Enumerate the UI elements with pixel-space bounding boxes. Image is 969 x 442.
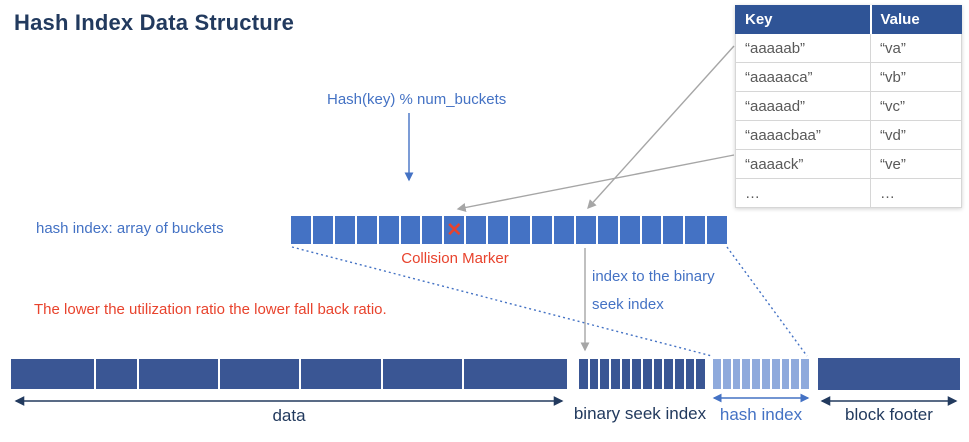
data-segment — [10, 358, 95, 390]
table-to-collision-arrow — [456, 154, 735, 212]
bucket-cell — [618, 215, 641, 245]
table-header-row: Key Value — [735, 5, 962, 34]
key-value-table: Key Value “aaaaab” “va” “aaaaaca” “vb” “… — [735, 5, 962, 208]
block-footer-label: block footer — [845, 405, 933, 424]
table-to-bucket-arrow — [587, 45, 735, 210]
index-to-binary-line1: index to the binary — [592, 268, 715, 285]
table-cell-key: “aaaaaca” — [735, 62, 871, 92]
binary-seek-segment — [684, 358, 696, 390]
table-cell-value: … — [870, 178, 962, 208]
bucket-array: ✕ — [290, 215, 729, 245]
bucket-cell — [662, 215, 685, 245]
hash-index-segment — [751, 358, 761, 390]
binary-seek-segment — [652, 358, 664, 390]
hash-index-label: hash index — [719, 405, 803, 424]
data-segment — [218, 358, 300, 390]
hash-index-array-label: hash index: array of buckets — [36, 220, 224, 237]
hash-index-segment — [800, 358, 810, 390]
data-segment — [137, 358, 219, 390]
block-footer-bar — [818, 358, 960, 390]
bucket-cell — [311, 215, 334, 245]
hash-index-segment — [712, 358, 722, 390]
table-cell-value: “vc” — [870, 91, 962, 121]
table-row: “aaaaad” “vc” — [735, 91, 962, 121]
data-segment — [94, 358, 138, 390]
binary-seek-segment — [663, 358, 675, 390]
table-row: “aaaack” “ve” — [735, 149, 962, 179]
binary-seek-segment — [642, 358, 653, 390]
hash-index-projection-line-right — [726, 246, 808, 357]
table-cell-value: “vb” — [870, 62, 962, 92]
bucket-cell — [706, 215, 729, 245]
data-segment — [381, 358, 463, 390]
binary-seek-index-bar — [578, 358, 707, 390]
bucket-cell — [574, 215, 597, 245]
table-row: … … — [735, 178, 962, 208]
bucket-cell — [333, 215, 356, 245]
bucket-cell — [640, 215, 663, 245]
data-bar — [10, 358, 569, 390]
bucket-cell — [421, 215, 444, 245]
table-cell-key: “aaaaad” — [735, 91, 871, 121]
bucket-cell — [684, 215, 707, 245]
binary-seek-segment — [588, 358, 600, 390]
bucket-cell — [487, 215, 510, 245]
table-header-value: Value — [870, 5, 962, 34]
bucket-cell — [509, 215, 531, 245]
bucket-cell — [377, 215, 400, 245]
bucket-cell — [596, 215, 619, 245]
table-row: “aaaaab” “va” — [735, 33, 962, 63]
binary-seek-segment — [599, 358, 611, 390]
binary-seek-index-label: binary seek index — [573, 404, 707, 423]
bucket-cell — [290, 215, 312, 245]
collision-x-mark: ✕ — [446, 219, 463, 241]
hash-index-segment — [731, 358, 742, 390]
binary-seek-segment — [578, 358, 589, 390]
table-cell-value: “va” — [870, 33, 962, 63]
table-header-key: Key — [735, 5, 872, 34]
bucket-cell — [399, 215, 422, 245]
utilization-note: The lower the utilization ratio the lowe… — [34, 301, 387, 318]
index-to-binary-line2: seek index — [592, 296, 664, 313]
hash-index-segment — [760, 358, 771, 390]
collision-marker-label: Collision Marker — [401, 250, 509, 267]
bucket-cell — [465, 215, 488, 245]
binary-seek-segment — [631, 358, 643, 390]
diagram-title: Hash Index Data Structure — [14, 10, 295, 35]
hash-index-bar — [712, 358, 810, 390]
hash-index-segment — [770, 358, 781, 390]
hash-index-segment — [741, 358, 752, 390]
table-cell-value: “vd” — [870, 120, 962, 150]
hash-formula-label: Hash(key) % num_buckets — [327, 91, 507, 108]
table-cell-key: … — [735, 178, 871, 208]
collision-bucket-cell: ✕ — [443, 215, 466, 245]
bucket-cell — [552, 215, 575, 245]
binary-seek-segment — [674, 358, 685, 390]
table-cell-key: “aaaacbaa” — [735, 120, 871, 150]
bucket-cell — [355, 215, 378, 245]
binary-seek-segment — [610, 358, 621, 390]
data-segment — [299, 358, 382, 390]
hash-index-segment — [780, 358, 791, 390]
bucket-cell — [530, 215, 553, 245]
hash-index-segment — [721, 358, 732, 390]
index-to-binary-label: index to the binary seek index — [592, 263, 715, 319]
binary-seek-segment — [695, 358, 707, 390]
data-segment — [462, 358, 569, 390]
binary-seek-segment — [620, 358, 632, 390]
data-label: data — [272, 406, 306, 425]
table-row: “aaaacbaa” “vd” — [735, 120, 962, 150]
table-row: “aaaaaca” “vb” — [735, 62, 962, 92]
table-cell-value: “ve” — [870, 149, 962, 179]
hash-index-segment — [790, 358, 801, 390]
table-cell-key: “aaaack” — [735, 149, 871, 179]
table-cell-key: “aaaaab” — [735, 33, 871, 63]
